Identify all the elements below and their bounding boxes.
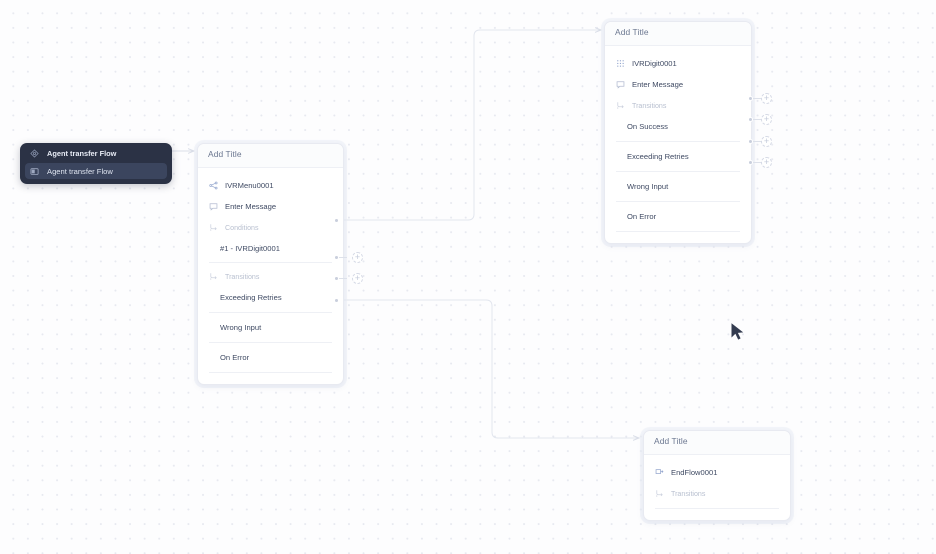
edge-ivrmenu-to-ivrdigit — [337, 30, 601, 221]
divider — [209, 372, 332, 373]
port-wrong-input[interactable] — [334, 276, 339, 281]
branch-icon — [616, 101, 625, 110]
add-node-button[interactable]: + — [761, 157, 772, 168]
row-label: Wrong Input — [627, 182, 669, 191]
port-stub — [753, 141, 761, 142]
port-stub — [753, 162, 761, 163]
card-body: IVRDigit0001 Enter Message Transitions O… — [605, 46, 751, 243]
port-stub — [339, 278, 347, 279]
divider — [616, 171, 740, 172]
mouse-cursor — [731, 323, 744, 340]
add-node-button[interactable]: + — [352, 273, 363, 284]
endflow-card[interactable]: Add Title EndFlow0001 Transitions — [643, 430, 791, 521]
agent-node-item[interactable]: Agent transfer Flow — [25, 163, 167, 179]
row-label: On Success — [627, 122, 668, 131]
row-node-name[interactable]: EndFlow0001 — [644, 462, 790, 483]
agent-node-item-label: Agent transfer Flow — [47, 166, 113, 176]
row-label: Transitions — [632, 101, 667, 110]
row-label: IVRMenu0001 — [225, 181, 274, 190]
row-transition-on-success[interactable]: On Success — [605, 116, 751, 137]
port-exceeding-retries[interactable] — [748, 117, 753, 122]
card-title[interactable]: Add Title — [605, 22, 751, 46]
row-transition-on-error[interactable]: On Error — [198, 347, 343, 368]
port-exceeding-retries[interactable] — [334, 255, 339, 260]
row-label: Exceeding Retries — [627, 152, 689, 161]
divider — [209, 342, 332, 343]
row-label: Wrong Input — [220, 323, 262, 332]
divider — [655, 508, 779, 509]
add-node-button[interactable]: + — [761, 136, 772, 147]
card-title[interactable]: Add Title — [198, 144, 343, 168]
card-body: EndFlow0001 Transitions — [644, 455, 790, 520]
card-title[interactable]: Add Title — [644, 431, 790, 455]
edge-ivrmenu-to-endflow — [337, 299, 639, 438]
message-icon — [209, 202, 218, 211]
branch-icon — [655, 489, 664, 498]
row-section-transitions: Transitions — [605, 95, 751, 116]
row-section-conditions: Conditions — [198, 217, 343, 238]
message-icon — [616, 80, 625, 89]
divider — [209, 312, 332, 313]
ivrdigit-card[interactable]: Add Title IVRDigit0001 Enter Message Tra… — [604, 21, 752, 244]
port-stub — [753, 119, 761, 120]
row-transition-exceeding-retries[interactable]: Exceeding Retries — [605, 146, 751, 167]
port-condition-1[interactable] — [334, 218, 339, 223]
port-on-error[interactable] — [748, 160, 753, 165]
share-network-icon — [209, 181, 218, 190]
row-node-name[interactable]: IVRDigit0001 — [605, 53, 751, 74]
endflow-icon — [655, 468, 664, 477]
port-on-success[interactable] — [748, 96, 753, 101]
divider — [616, 141, 740, 142]
agent-node-title: Agent transfer Flow — [47, 149, 117, 158]
port-stub — [339, 257, 347, 258]
keypad-icon — [616, 59, 625, 68]
row-transition-wrong-input[interactable]: Wrong Input — [605, 176, 751, 197]
row-label: EndFlow0001 — [671, 468, 718, 477]
row-label: Exceeding Retries — [220, 293, 282, 302]
port-on-error[interactable] — [334, 298, 339, 303]
row-transition-exceeding-retries[interactable]: Exceeding Retries — [198, 287, 343, 308]
agent-node-title-row: Agent transfer Flow — [20, 145, 172, 162]
port-wrong-input[interactable] — [748, 139, 753, 144]
row-label: Enter Message — [225, 202, 277, 211]
row-label: Conditions — [225, 223, 259, 232]
divider — [616, 201, 740, 202]
row-label: On Error — [220, 353, 250, 362]
add-node-button[interactable]: + — [761, 93, 772, 104]
row-label: #1 - IVRDigit0001 — [220, 244, 280, 253]
agent-transfer-flow-node[interactable]: Agent transfer Flow Agent transfer Flow — [20, 143, 172, 184]
port-stub — [753, 98, 761, 99]
divider — [209, 262, 332, 263]
row-label: Enter Message — [632, 80, 684, 89]
row-enter-message[interactable]: Enter Message — [198, 196, 343, 217]
row-transition-on-error[interactable]: On Error — [605, 206, 751, 227]
diamond-gear-icon — [30, 149, 39, 158]
add-node-button[interactable]: + — [761, 114, 772, 125]
flow-card-icon — [30, 167, 39, 176]
ivrmenu-card[interactable]: Add Title IVRMenu0001 Enter Message Cond… — [197, 143, 344, 385]
row-section-transitions: Transitions — [198, 266, 343, 287]
row-label: On Error — [627, 212, 657, 221]
add-node-button[interactable]: + — [352, 252, 363, 263]
row-label: Transitions — [671, 489, 706, 498]
row-condition-1[interactable]: #1 - IVRDigit0001 — [198, 238, 343, 259]
row-node-name[interactable]: IVRMenu0001 — [198, 175, 343, 196]
row-label: Transitions — [225, 272, 260, 281]
card-body: IVRMenu0001 Enter Message Conditions #1 … — [198, 168, 343, 384]
row-enter-message[interactable]: Enter Message — [605, 74, 751, 95]
branch-icon — [209, 223, 218, 232]
row-transition-wrong-input[interactable]: Wrong Input — [198, 317, 343, 338]
row-section-transitions: Transitions — [644, 483, 790, 504]
branch-icon — [209, 272, 218, 281]
divider — [616, 231, 740, 232]
row-label: IVRDigit0001 — [632, 59, 677, 68]
